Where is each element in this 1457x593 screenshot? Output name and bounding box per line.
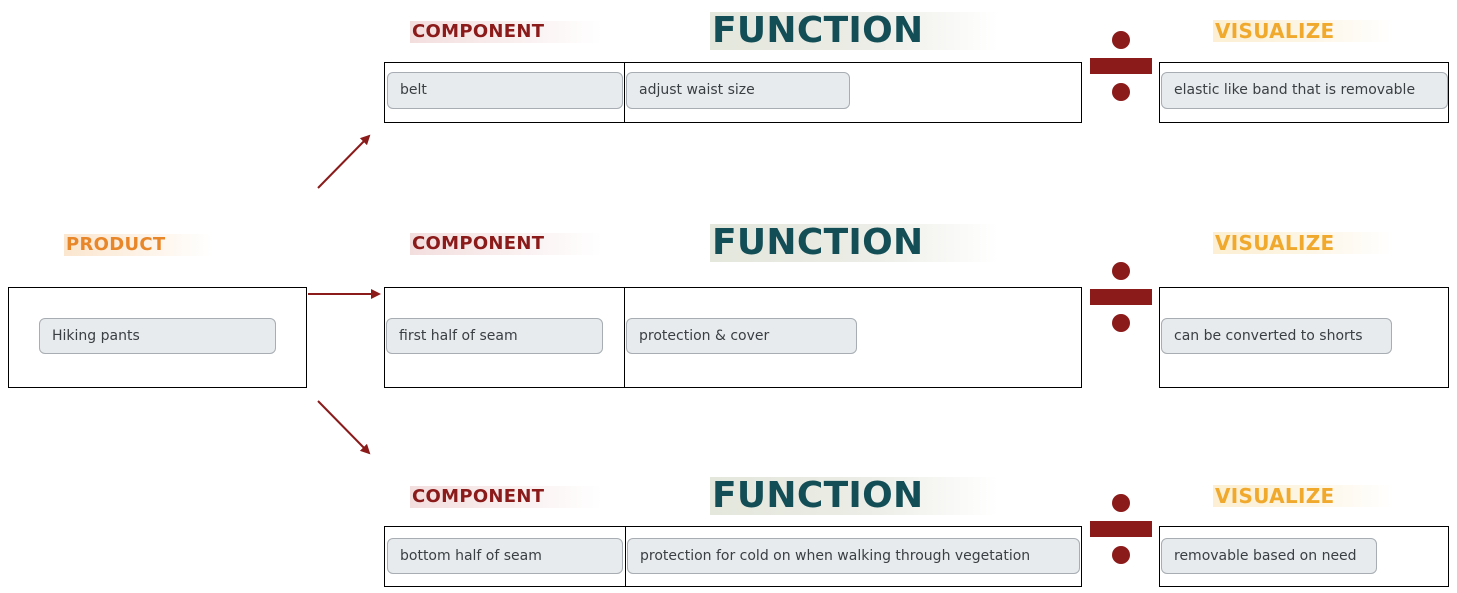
row-3-visualize-frame: removable based on need [1159,526,1449,587]
row-2-component-function-frame: first half of seam protection & cover [384,287,1082,388]
row-3-function-header: FUNCTION [710,477,998,515]
row-3-divider [625,527,626,586]
row-3-divide-sign-icon [1090,494,1152,564]
row-2-divide-sign-icon [1090,262,1152,332]
row-2-divider [624,288,625,387]
row-3-component-field[interactable]: bottom half of seam [387,538,623,574]
row-1-divide-sign-icon [1090,31,1152,101]
arrow-to-row-1-icon [317,134,371,189]
row-3-visualize-header: VISUALIZE [1213,485,1393,507]
arrow-to-row-3-icon [317,400,371,455]
row-1-function-header: FUNCTION [710,12,998,50]
row-3-component-header: COMPONENT [410,486,602,508]
row-2-function-header: FUNCTION [710,224,998,262]
row-3-visualize-field[interactable]: removable based on need [1161,538,1377,574]
row-1-divider [624,63,625,122]
row-1-visualize-frame: elastic like band that is removable [1159,62,1449,123]
row-2-visualize-field[interactable]: can be converted to shorts [1161,318,1392,354]
row-2-visualize-header: VISUALIZE [1213,232,1393,254]
row-1-component-header: COMPONENT [410,21,602,43]
row-2-function-field[interactable]: protection & cover [626,318,857,354]
row-1-function-field[interactable]: adjust waist size [626,72,850,109]
row-2-visualize-frame: can be converted to shorts [1159,287,1449,388]
row-1-component-field[interactable]: belt [387,72,623,109]
product-header: PRODUCT [64,234,212,256]
product-field[interactable]: Hiking pants [39,318,276,354]
row-2-component-header: COMPONENT [410,233,602,255]
product-frame: Hiking pants [8,287,307,388]
row-3-component-function-frame: bottom half of seam protection for cold … [384,526,1082,587]
row-3-function-field[interactable]: protection for cold on when walking thro… [627,538,1080,574]
row-2-component-field[interactable]: first half of seam [386,318,603,354]
row-1-visualize-field[interactable]: elastic like band that is removable [1161,72,1448,109]
row-1-visualize-header: VISUALIZE [1213,20,1393,42]
row-1-component-function-frame: belt adjust waist size [384,62,1082,123]
